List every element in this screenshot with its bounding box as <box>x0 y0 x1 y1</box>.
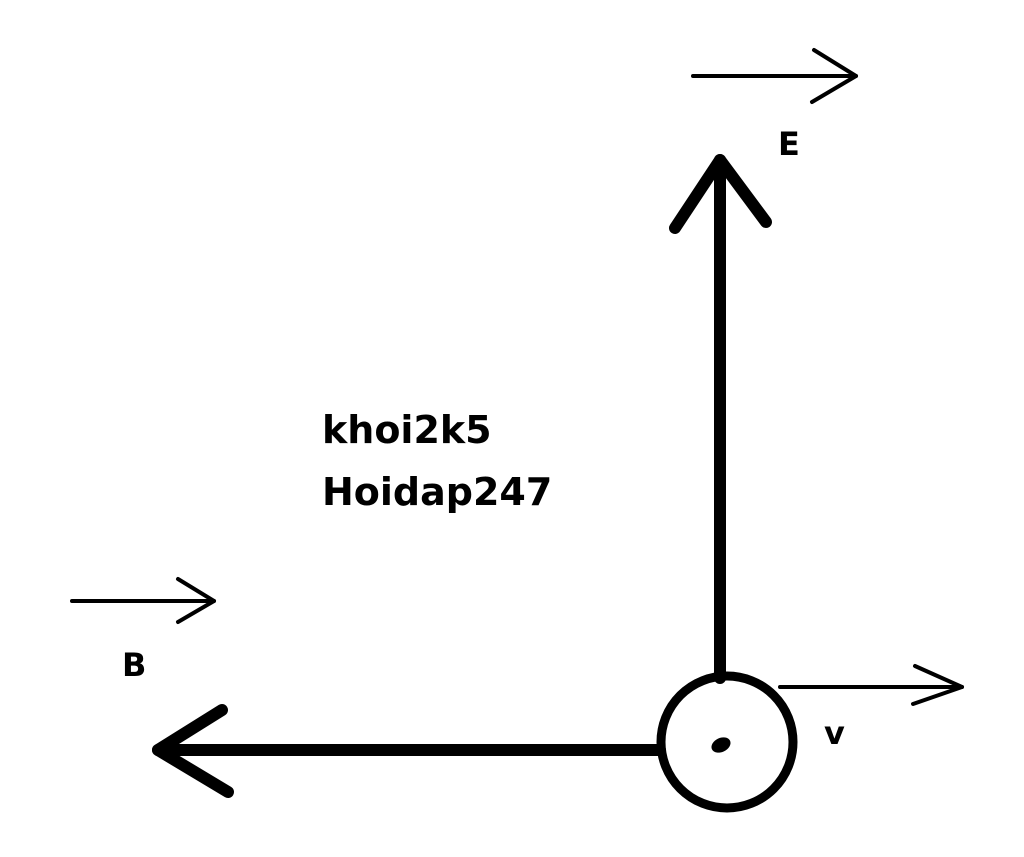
b-field-arrowhead <box>152 704 234 798</box>
velocity-out-of-page-symbol <box>656 671 798 813</box>
velocity-dot <box>711 737 731 753</box>
e-field-arrowhead <box>669 154 772 234</box>
caption-line-1: khoi2k5 <box>322 408 492 452</box>
label-v: v <box>824 714 845 752</box>
b-vector-notation-arrow <box>70 577 216 624</box>
e-vector-notation-arrow <box>691 48 858 104</box>
b-field-arrow <box>152 704 666 798</box>
label-b: B <box>122 646 146 684</box>
label-e: E <box>778 125 800 163</box>
v-vector-notation-arrow <box>778 664 964 706</box>
e-field-arrow <box>669 154 772 684</box>
velocity-circle <box>656 671 798 813</box>
caption-line-2: Hoidap247 <box>322 470 552 514</box>
